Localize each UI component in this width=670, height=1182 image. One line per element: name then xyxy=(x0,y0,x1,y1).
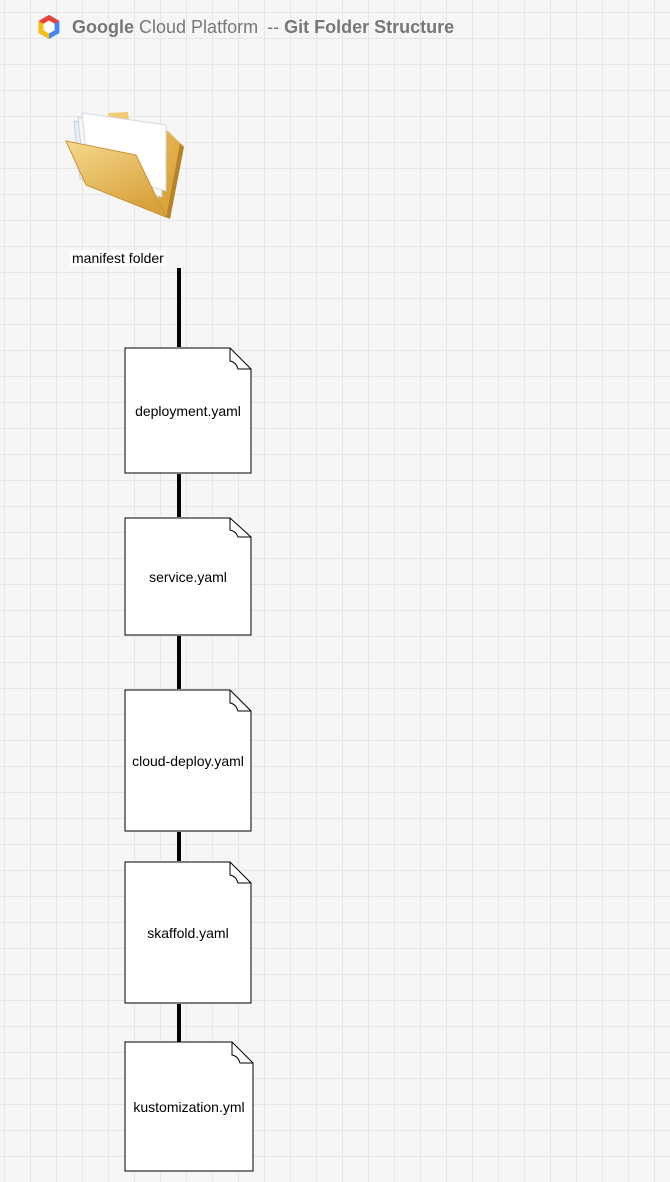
open-folder-icon xyxy=(65,112,184,219)
file-label: skaffold.yaml xyxy=(147,924,229,941)
connector-deployment-to-service xyxy=(177,474,181,517)
file-label: kustomization.yml xyxy=(133,1098,245,1115)
brand-name: Google xyxy=(72,16,134,37)
file-label: service.yaml xyxy=(149,568,227,585)
google-cloud-logo-icon xyxy=(38,15,60,39)
connector-cloud-deploy-to-skaffold xyxy=(177,832,181,861)
document-icon xyxy=(124,689,252,832)
file-node-cloud-deploy[interactable]: cloud-deploy.yaml xyxy=(124,689,252,832)
connector-folder-to-deployment xyxy=(177,268,181,347)
header: Google Cloud Platform -- Git Folder Stru… xyxy=(34,12,454,42)
file-node-kustomization[interactable]: kustomization.yml xyxy=(124,1041,254,1172)
product-name: Cloud Platform xyxy=(139,16,259,37)
title-separator: -- xyxy=(267,16,280,37)
file-node-service[interactable]: service.yaml xyxy=(124,517,252,636)
diagram-title: Git Folder Structure xyxy=(284,16,455,37)
document-icon xyxy=(124,347,252,474)
file-label: deployment.yaml xyxy=(135,402,241,419)
connector-skaffold-to-kustomization xyxy=(177,1004,181,1042)
document-icon xyxy=(124,517,252,636)
connector-service-to-cloud-deploy xyxy=(177,636,181,689)
file-node-skaffold[interactable]: skaffold.yaml xyxy=(124,861,252,1004)
document-icon xyxy=(124,861,252,1004)
file-label: cloud-deploy.yaml xyxy=(132,752,244,769)
page-title: Google Cloud Platform -- Git Folder Stru… xyxy=(72,17,454,38)
folder-label: manifest folder xyxy=(70,250,166,266)
file-node-deployment[interactable]: deployment.yaml xyxy=(124,347,252,474)
document-icon xyxy=(124,1041,254,1172)
